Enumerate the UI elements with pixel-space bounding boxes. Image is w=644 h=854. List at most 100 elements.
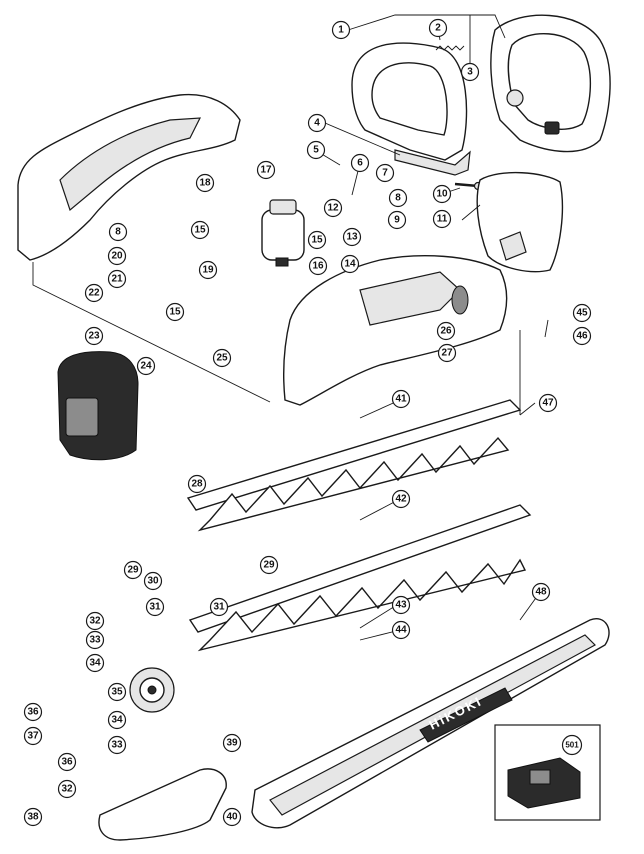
callout-14: 14 bbox=[340, 254, 360, 274]
svg-text:7: 7 bbox=[382, 168, 388, 179]
svg-text:23: 23 bbox=[88, 331, 100, 342]
svg-text:30: 30 bbox=[147, 576, 159, 587]
svg-text:29: 29 bbox=[263, 560, 275, 571]
callout-501: 501 bbox=[561, 734, 583, 756]
callout-24: 24 bbox=[136, 356, 156, 376]
callout-8-right: 8 bbox=[388, 188, 408, 208]
callout-29-left: 29 bbox=[123, 560, 143, 580]
callout-4: 4 bbox=[307, 113, 327, 133]
svg-text:29: 29 bbox=[127, 565, 139, 576]
svg-text:5: 5 bbox=[313, 145, 319, 156]
callout-32-bottom: 32 bbox=[57, 779, 77, 799]
switch-cover-part bbox=[476, 171, 564, 273]
svg-text:38: 38 bbox=[27, 812, 39, 823]
svg-text:6: 6 bbox=[357, 158, 363, 169]
callout-23: 23 bbox=[84, 326, 104, 346]
svg-text:22: 22 bbox=[88, 288, 100, 299]
callout-17: 17 bbox=[256, 160, 276, 180]
svg-text:34: 34 bbox=[111, 715, 123, 726]
callout-32-top: 32 bbox=[85, 611, 105, 631]
svg-text:12: 12 bbox=[327, 203, 339, 214]
svg-text:31: 31 bbox=[213, 602, 225, 613]
svg-text:11: 11 bbox=[437, 214, 448, 225]
callout-43: 43 bbox=[391, 595, 411, 615]
callout-3: 3 bbox=[460, 62, 480, 82]
callout-46: 46 bbox=[572, 326, 592, 346]
callout-29-right: 29 bbox=[259, 555, 279, 575]
callout-42: 42 bbox=[391, 489, 411, 509]
svg-text:24: 24 bbox=[140, 361, 152, 372]
svg-text:15: 15 bbox=[194, 225, 206, 236]
callout-6: 6 bbox=[350, 153, 370, 173]
callout-5: 5 bbox=[306, 140, 326, 160]
callout-31-left: 31 bbox=[145, 597, 165, 617]
svg-text:48: 48 bbox=[535, 587, 547, 598]
callout-47: 47 bbox=[538, 393, 558, 413]
callout-41: 41 bbox=[391, 389, 411, 409]
lower-blade-part bbox=[188, 504, 532, 652]
svg-text:32: 32 bbox=[61, 784, 73, 795]
callout-26: 26 bbox=[436, 321, 456, 341]
svg-text:9: 9 bbox=[394, 215, 400, 226]
svg-text:37: 37 bbox=[27, 731, 39, 742]
svg-text:42: 42 bbox=[395, 494, 407, 505]
svg-text:15: 15 bbox=[311, 235, 323, 246]
callout-34-top: 34 bbox=[85, 653, 105, 673]
upper-blade-part bbox=[186, 399, 522, 532]
gear-case-part bbox=[98, 768, 227, 841]
leader-lines bbox=[32, 14, 549, 641]
svg-text:17: 17 bbox=[260, 165, 272, 176]
svg-text:35: 35 bbox=[111, 687, 123, 698]
callout-28: 28 bbox=[187, 474, 207, 494]
front-handle-part bbox=[351, 42, 471, 176]
svg-text:44: 44 bbox=[395, 625, 407, 636]
callout-35: 35 bbox=[107, 682, 127, 702]
callout-44: 44 bbox=[391, 620, 411, 640]
callout-9: 9 bbox=[387, 210, 407, 230]
callout-15-b: 15 bbox=[307, 230, 327, 250]
callout-27: 27 bbox=[437, 343, 457, 363]
svg-text:46: 46 bbox=[576, 331, 588, 342]
svg-text:28: 28 bbox=[191, 479, 203, 490]
callout-2: 2 bbox=[428, 18, 448, 38]
svg-text:18: 18 bbox=[199, 178, 211, 189]
callout-40: 40 bbox=[222, 807, 242, 827]
callout-16: 16 bbox=[308, 256, 328, 276]
charger-inset-box bbox=[494, 724, 601, 821]
svg-text:25: 25 bbox=[216, 353, 228, 364]
callout-18: 18 bbox=[195, 173, 215, 193]
svg-text:1: 1 bbox=[338, 25, 344, 36]
callout-33-top: 33 bbox=[85, 630, 105, 650]
callout-34-bottom: 34 bbox=[107, 710, 127, 730]
callout-15-a: 15 bbox=[190, 220, 210, 240]
callout-33-bottom: 33 bbox=[107, 735, 127, 755]
callout-7: 7 bbox=[375, 163, 395, 183]
callout-25: 25 bbox=[212, 348, 232, 368]
svg-text:20: 20 bbox=[111, 251, 123, 262]
callout-36-bottom: 36 bbox=[57, 752, 77, 772]
svg-text:8: 8 bbox=[115, 227, 121, 238]
svg-text:45: 45 bbox=[576, 308, 588, 319]
callout-13: 13 bbox=[342, 227, 362, 247]
svg-text:40: 40 bbox=[226, 812, 238, 823]
handle-spring-part bbox=[435, 45, 465, 51]
callout-31-right: 31 bbox=[209, 597, 229, 617]
svg-text:27: 27 bbox=[441, 348, 453, 359]
right-housing-part bbox=[282, 255, 508, 406]
svg-text:32: 32 bbox=[89, 616, 101, 627]
callout-37: 37 bbox=[23, 726, 43, 746]
svg-text:4: 4 bbox=[314, 118, 320, 129]
left-housing-part bbox=[17, 93, 241, 261]
svg-text:8: 8 bbox=[395, 193, 401, 204]
callout-36-top: 36 bbox=[23, 702, 43, 722]
callout-30: 30 bbox=[143, 571, 163, 591]
svg-text:34: 34 bbox=[89, 658, 101, 669]
rear-handle-part bbox=[490, 14, 611, 153]
callout-12: 12 bbox=[323, 198, 343, 218]
svg-text:33: 33 bbox=[89, 635, 101, 646]
callout-21: 21 bbox=[107, 269, 127, 289]
svg-text:16: 16 bbox=[312, 261, 324, 272]
svg-text:15: 15 bbox=[169, 307, 181, 318]
callout-8-left: 8 bbox=[108, 222, 128, 242]
